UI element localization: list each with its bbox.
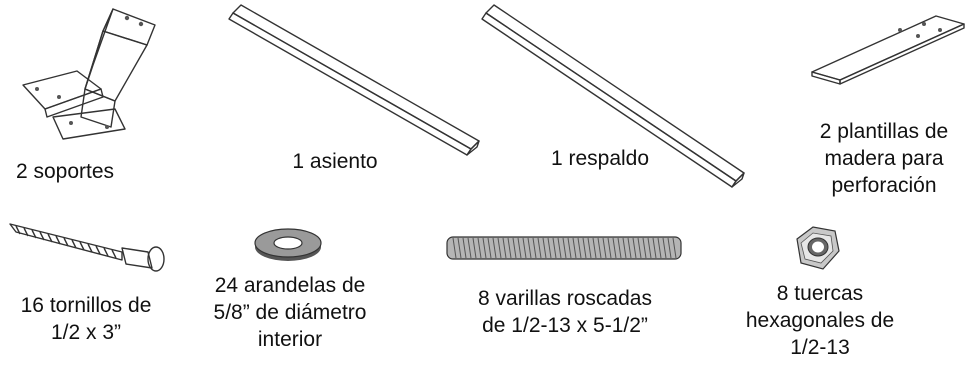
label-asiento: 1 asiento <box>270 148 400 175</box>
lag-screw-icon <box>9 223 165 272</box>
label-plantillas: 2 plantillas de madera para perforación <box>800 118 968 199</box>
label-line: 24 arandelas de <box>214 274 366 297</box>
drill-template-icon <box>811 15 965 85</box>
label-line: de 1/2-13 x 5-1/2” <box>482 314 648 337</box>
label-line: 1/2-13 <box>790 336 850 359</box>
backrest-board-icon <box>481 4 745 188</box>
label-line: 5/8” de diámetro <box>213 301 367 324</box>
label-arandelas: 24 arandelas de 5/8” de diámetro interio… <box>200 272 380 353</box>
label-varillas: 8 varillas roscadas de 1/2-13 x 5-1/2” <box>450 285 680 339</box>
label-line: interior <box>257 328 323 351</box>
label-soportes: 2 soportes <box>0 158 130 185</box>
label-respaldo: 1 respaldo <box>530 145 670 172</box>
label-tuercas: 8 tuercas hexagonales de 1/2-13 <box>735 280 905 361</box>
label-line: 1 asiento <box>292 150 378 173</box>
label-line: hexagonales de <box>745 309 895 332</box>
label-line: 16 tornillos de <box>20 294 152 317</box>
label-line: 8 tuercas <box>776 282 864 305</box>
label-line: 2 soportes <box>15 160 115 183</box>
label-line: 8 varillas roscadas <box>478 287 652 310</box>
label-line: 1 respaldo <box>550 147 650 170</box>
label-line: perforación <box>831 174 937 197</box>
label-line: 2 plantillas de <box>819 120 949 143</box>
label-tornillos: 16 tornillos de 1/2 x 3” <box>0 292 172 346</box>
washer-icon <box>254 228 322 261</box>
label-line: 1/2 x 3” <box>50 321 122 344</box>
label-line: madera para <box>824 147 944 170</box>
threaded-rod-icon <box>446 236 682 260</box>
seat-board-icon <box>228 4 480 156</box>
bracket-icon <box>22 8 156 140</box>
hex-nut-icon <box>796 226 840 270</box>
